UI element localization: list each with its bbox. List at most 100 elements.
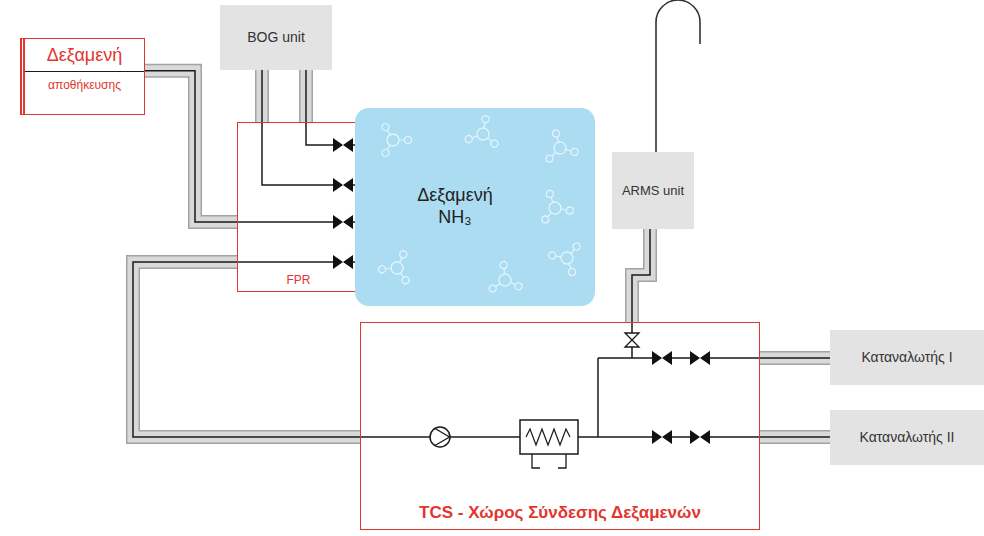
pipe-fill (145, 71, 237, 222)
node-label: Δεξαμενή (25, 39, 144, 72)
valve-symbol (333, 178, 353, 192)
valve-symbol (333, 255, 353, 269)
molecule-atom (559, 250, 574, 265)
molecule-bond (556, 137, 560, 142)
pipe-connector (760, 437, 830, 438)
pipe-line (306, 122, 333, 145)
molecule-atom (382, 124, 389, 131)
molecule-bond (488, 138, 492, 142)
molecule-atom (548, 201, 562, 215)
node-label: TCS - Χώρος Σύνδεσης Δεξαμενών (419, 503, 701, 523)
pipe-casing (299, 70, 313, 122)
valve-symbol (690, 430, 710, 444)
valve-symbol (333, 138, 353, 152)
molecule-bond (387, 145, 390, 150)
pipe-line (597, 358, 599, 437)
molecule-atom (398, 250, 408, 260)
storage-tank-box: Δεξαμενή αποθήκευσης (20, 38, 145, 115)
pipe-line (262, 122, 333, 185)
node-label: FPR (287, 273, 311, 287)
pipe-fill (760, 432, 830, 443)
molecule-atom (572, 242, 581, 251)
pipe-line (145, 71, 237, 222)
molecule-atom (389, 260, 406, 277)
pipe-connector (760, 358, 830, 359)
molecule-bond (387, 130, 390, 135)
pipe-casing (760, 430, 830, 444)
unit-box: BOG unit (220, 5, 332, 70)
pipe-fill (760, 353, 830, 364)
pipe-line (305, 70, 307, 122)
molecule-atom (377, 264, 387, 274)
molecule-atom (475, 126, 492, 143)
pipe-line (360, 436, 430, 438)
molecule-icon (382, 124, 412, 157)
pipe-line (632, 229, 650, 322)
heater-symbol (532, 454, 566, 468)
node-label: Καταναλωτής II (859, 429, 954, 446)
molecule-atom (488, 284, 497, 293)
pipe-connector (145, 71, 237, 222)
pipe-fill (257, 70, 268, 122)
pipe-connector (262, 70, 263, 122)
molecule-bond (386, 266, 391, 271)
pipe-line (760, 357, 830, 359)
molecule-atom (382, 149, 389, 156)
molecule-icon (545, 129, 582, 168)
pump-symbol (435, 429, 450, 446)
node-label: Καταναλωτής I (861, 349, 952, 366)
molecule-atom (546, 190, 554, 198)
node-label: BOG unit (247, 29, 305, 46)
pipe-line (237, 261, 333, 263)
pipe-connector (306, 70, 307, 122)
pipe-casing (760, 351, 830, 365)
consumer-box: Καταναλωτής II (830, 410, 984, 465)
molecule-atom (499, 260, 508, 269)
nh3-tank: Δεξαμενή NH₃ (355, 108, 595, 306)
heater-symbol (526, 429, 570, 445)
molecule-icon (464, 114, 508, 158)
molecule-icon (548, 242, 589, 281)
valve-symbol (333, 215, 353, 229)
molecule-bond (510, 283, 515, 285)
molecule-atom (481, 114, 491, 124)
valve-symbol (625, 333, 639, 347)
molecule-atom (514, 282, 523, 291)
pipe-line (450, 436, 520, 438)
molecule-bond (502, 269, 507, 274)
molecule-bond (399, 139, 405, 140)
pipe-fill (133, 262, 360, 437)
pipe-casing (255, 70, 269, 122)
node-sublabel: αποθήκευσης (48, 78, 121, 92)
molecule-atom (541, 215, 549, 223)
pipe-line (760, 436, 830, 438)
consumer-box: Καταναλωτής I (830, 330, 984, 385)
pipe-fill (301, 70, 312, 122)
molecule-atom (566, 207, 574, 215)
arms-hook (656, 0, 700, 152)
valve-symbol (652, 430, 672, 444)
molecule-bond (556, 254, 561, 258)
molecule-decoration (355, 108, 595, 306)
molecule-bond (566, 150, 571, 151)
molecule-atom (387, 134, 399, 146)
molecule-atom (548, 251, 557, 260)
pipe-line (133, 262, 360, 437)
heater-symbol (520, 420, 578, 454)
molecule-atom (553, 141, 568, 156)
molecule-atom (568, 268, 577, 277)
molecule-atom (490, 139, 500, 149)
pipe-casing (133, 262, 360, 437)
molecule-bond (561, 208, 566, 210)
molecule-atom (552, 129, 561, 138)
pipe-connector (133, 262, 360, 437)
fpr-region: FPR (237, 122, 360, 292)
pipe-casing (632, 229, 650, 322)
molecule-bond (569, 264, 571, 269)
valve-symbol (652, 351, 672, 365)
molecule-bond (400, 273, 403, 278)
molecule-icon (377, 250, 421, 293)
pipe-connector (632, 229, 650, 322)
pipe-casing (145, 71, 237, 222)
